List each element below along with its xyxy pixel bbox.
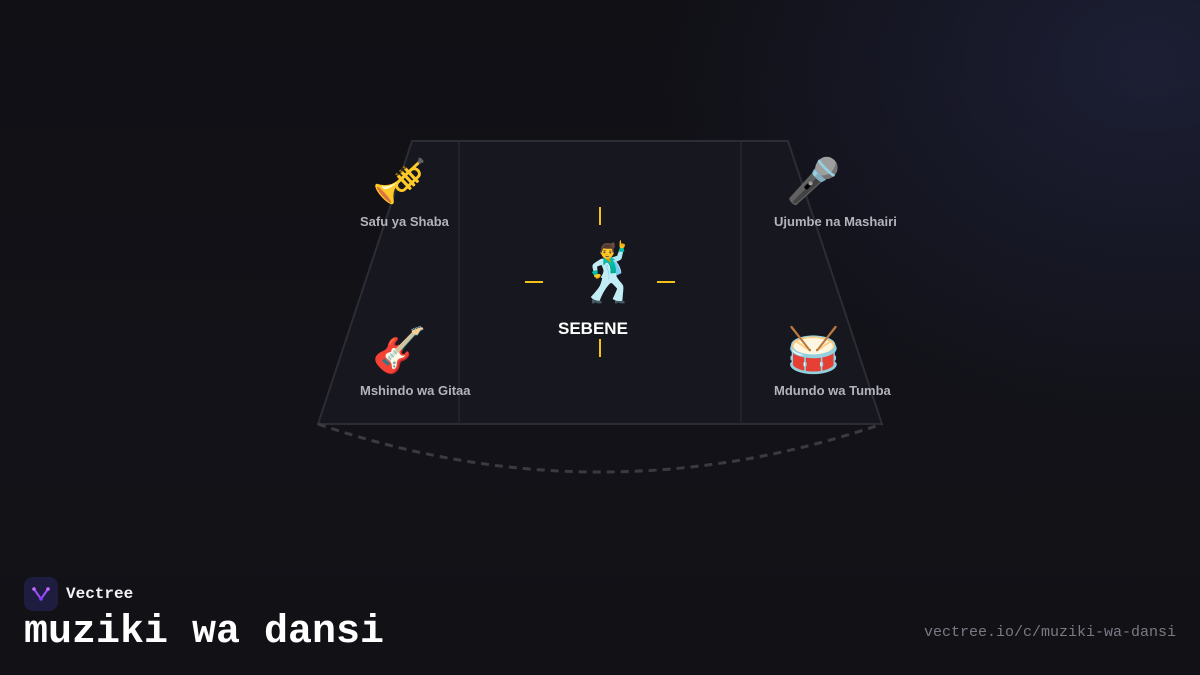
vectree-logo-icon — [24, 577, 58, 611]
center-label: SEBENE — [558, 319, 628, 338]
page-title: muziki wa dansi — [24, 610, 385, 655]
position-label-top-right: Ujumbe na Mashairi — [774, 214, 897, 229]
position-label-bottom-right: Mdundo wa Tumba — [774, 383, 891, 398]
dancer-icon: 🕺 — [575, 241, 645, 306]
trumpet-icon: 🎺 — [372, 156, 427, 207]
position-label-bottom-left: Mshindo wa Gitaa — [360, 383, 471, 398]
position-label-top-left: Safu ya Shaba — [360, 214, 449, 229]
audience-arc — [317, 422, 883, 474]
center-focus-marks — [525, 207, 675, 357]
microphone-icon: 🎤 — [786, 156, 841, 207]
brand[interactable]: Vectree — [24, 577, 133, 611]
guitar-icon: 🎸 — [372, 325, 427, 376]
drum-icon: 🥁 — [786, 325, 841, 376]
source-url[interactable]: vectree.io/c/muziki-wa-dansi — [923, 624, 1176, 641]
brand-name: Vectree — [66, 585, 134, 603]
